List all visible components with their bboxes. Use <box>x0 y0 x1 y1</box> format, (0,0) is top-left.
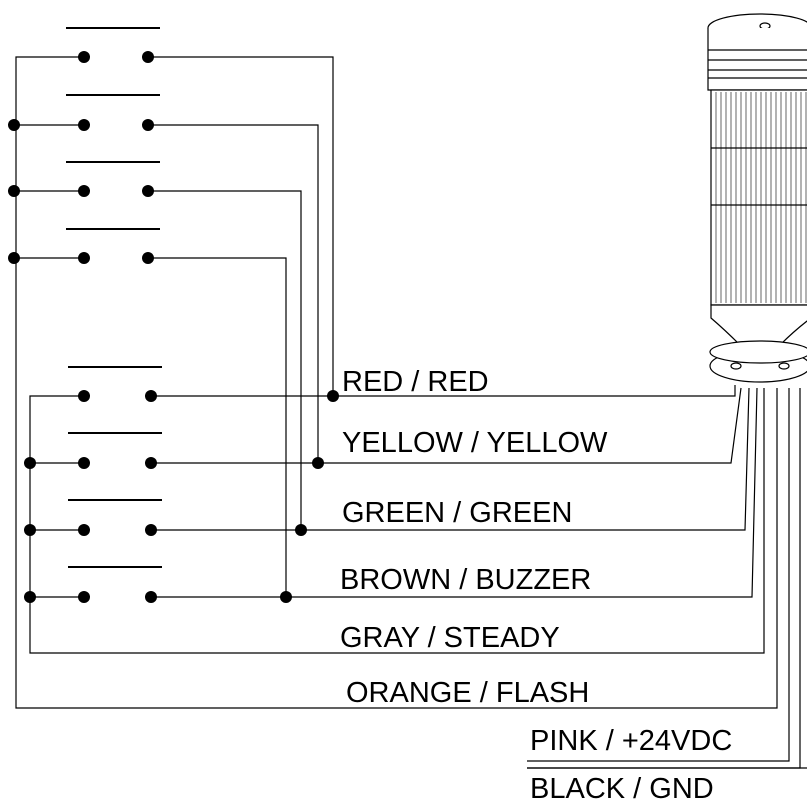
label-red: RED / RED <box>342 366 489 398</box>
upper-switch-group <box>8 27 778 709</box>
switch-upper-3-icon <box>66 161 160 197</box>
green-wire <box>151 387 750 531</box>
pink-24vdc-wire <box>527 388 790 762</box>
label-orange: ORANGE / FLASH <box>346 677 589 709</box>
gray-steady-wire <box>29 388 765 654</box>
brown-wire <box>151 387 758 598</box>
switch-upper-4-icon <box>66 228 160 264</box>
label-black: BLACK / GND <box>530 773 714 805</box>
label-yellow: YELLOW / YELLOW <box>342 427 608 459</box>
label-green: GREEN / GREEN <box>342 497 572 529</box>
switch-lower-1-icon <box>68 366 162 402</box>
label-brown: BROWN / BUZZER <box>340 564 591 596</box>
label-pink: PINK / +24VDC <box>530 725 732 757</box>
switch-upper-1-icon <box>66 27 160 63</box>
red-wire <box>151 385 736 397</box>
lower-switch-group <box>24 366 765 654</box>
label-gray: GRAY / STEADY <box>340 622 560 654</box>
signal-tower-light-icon <box>707 13 807 383</box>
orange-flash-wire <box>15 56 778 709</box>
tower-ribs <box>715 92 807 303</box>
yellow-wire <box>151 387 742 464</box>
